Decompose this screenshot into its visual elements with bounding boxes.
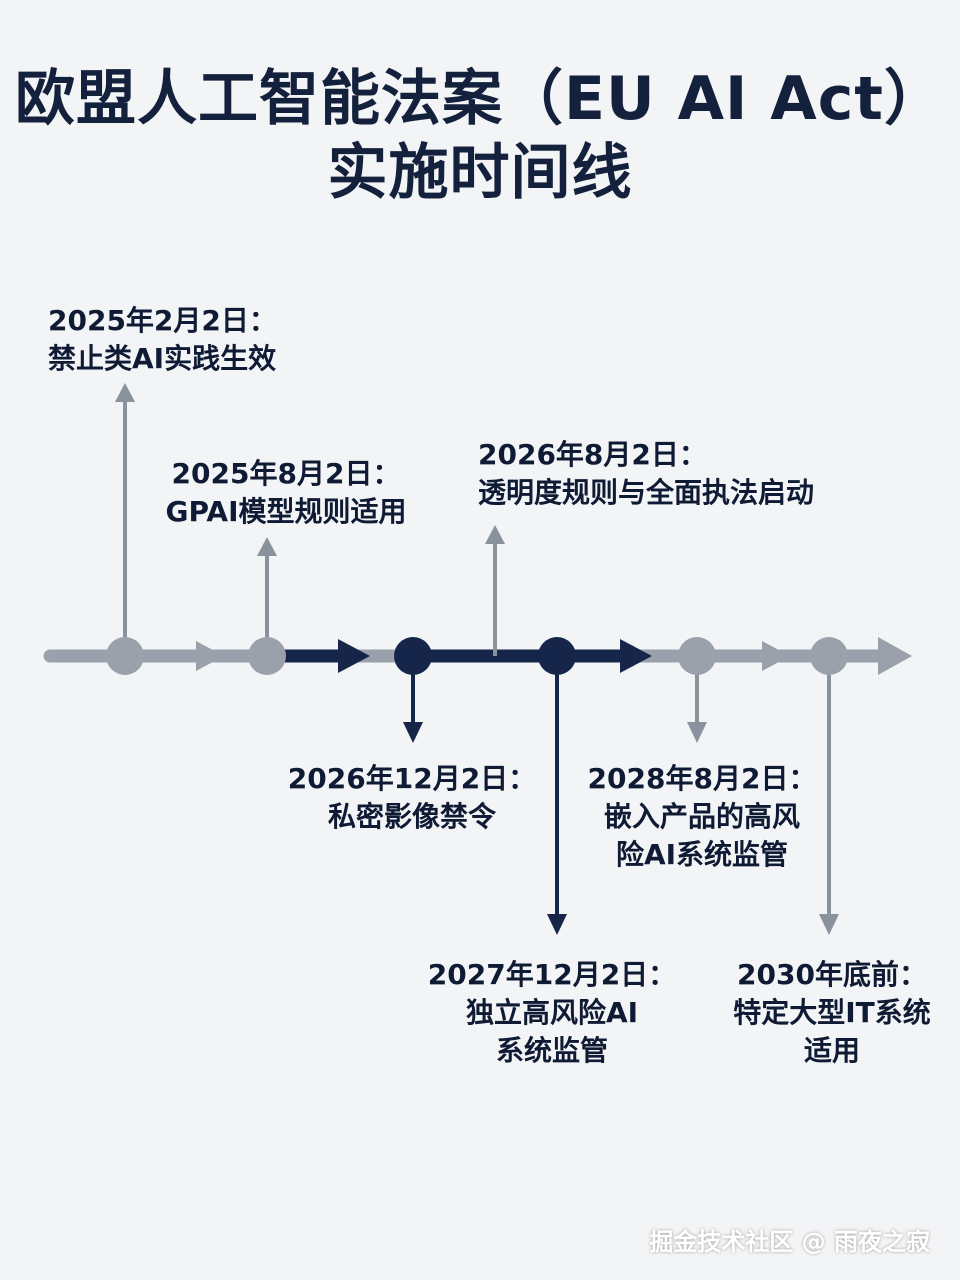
connector-2026-12-arrowhead — [403, 722, 423, 743]
event-desc: 系统监管 — [495, 1034, 609, 1067]
milestone-node-2027-12 — [538, 637, 576, 675]
connector-2028-08-arrowhead — [687, 722, 707, 743]
connector-2025-02-arrowhead — [115, 383, 135, 402]
event-desc: 独立高风险AI — [465, 996, 639, 1029]
event-desc: 适用 — [803, 1034, 860, 1067]
milestone-node-2026-12 — [394, 637, 432, 675]
event-desc: 嵌入产品的高风 — [603, 800, 800, 833]
milestone-node-2025-08 — [248, 637, 286, 675]
event-desc: 私密影像禁令 — [327, 800, 497, 833]
event-desc: GPAI模型规则适用 — [165, 495, 407, 528]
event-date: 2025年2月2日： — [48, 304, 277, 337]
event-label-2025-08: 2025年8月2日： GPAI模型规则适用 — [165, 455, 406, 531]
navy-segment-2-arrowhead — [620, 639, 652, 673]
timeline-axis-arrowhead — [878, 637, 912, 675]
title-line-2: 实施时间线 — [327, 138, 633, 208]
connector-2030-arrowhead — [819, 914, 839, 935]
title-line-1: 欧盟人工智能法案（EU AI Act） — [15, 64, 945, 134]
event-date: 2026年12月2日： — [287, 762, 537, 795]
event-label-2026-08: 2026年8月2日： 透明度规则与全面执法启动 — [478, 436, 814, 512]
event-date: 2030年底前： — [737, 958, 927, 991]
event-label-2028-08: 2028年8月2日： 嵌入产品的高风 险AI系统监管 — [588, 760, 817, 874]
navy-segment-1-arrowhead — [338, 639, 370, 673]
milestone-node-2025-02 — [106, 637, 144, 675]
event-date: 2025年8月2日： — [171, 457, 401, 490]
event-label-2027-12: 2027年12月2日： 独立高风险AI 系统监管 — [428, 956, 676, 1070]
event-date: 2026年8月2日： — [478, 438, 707, 471]
event-desc: 禁止类AI实践生效 — [48, 342, 277, 375]
axis-chevron-1 — [196, 641, 224, 671]
milestone-node-2028-08 — [678, 637, 716, 675]
event-date: 2027年12月2日： — [427, 958, 677, 991]
event-label-2025-02: 2025年2月2日： 禁止类AI实践生效 — [48, 302, 277, 378]
axis-chevron-2 — [762, 641, 790, 671]
event-label-2030: 2030年底前： 特定大型IT系统 适用 — [733, 956, 931, 1070]
page-title: 欧盟人工智能法案（EU AI Act） 实施时间线 — [0, 62, 960, 210]
connector-2026-08-arrowhead — [485, 525, 505, 544]
event-label-2026-12: 2026年12月2日： 私密影像禁令 — [288, 760, 536, 836]
connector-2025-08-arrowhead — [257, 537, 277, 556]
milestone-node-2030 — [810, 637, 848, 675]
watermark: 掘金技术社区 @ 雨夜之寂 — [649, 1228, 930, 1256]
event-desc: 特定大型IT系统 — [733, 996, 931, 1029]
connector-2027-12-arrowhead — [547, 914, 567, 935]
event-desc: 险AI系统监管 — [615, 838, 789, 871]
event-date: 2028年8月2日： — [587, 762, 817, 795]
event-desc: 透明度规则与全面执法启动 — [478, 476, 815, 509]
